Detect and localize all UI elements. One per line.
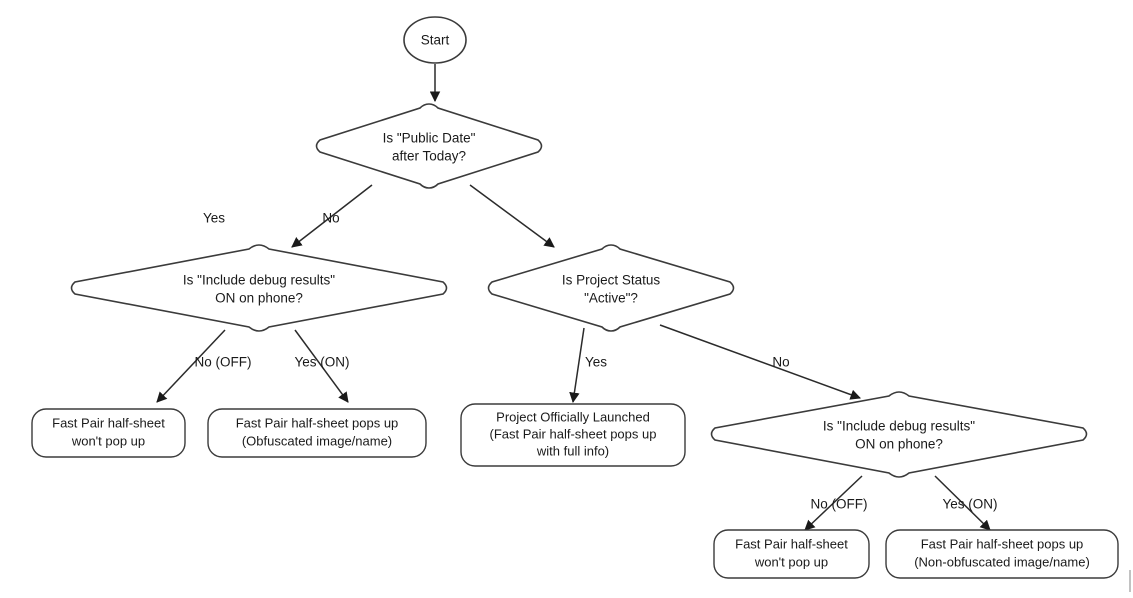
node-decision-public-date[interactable]: Is "Public Date" after Today? <box>315 103 543 189</box>
node-start[interactable]: Start <box>403 16 467 64</box>
edge-label-debug-right-on: Yes (ON) <box>942 497 997 512</box>
node-outcome-launched[interactable]: Project Officially Launched (Fast Pair h… <box>460 403 686 467</box>
decision-debug-right-line2: ON on phone? <box>855 437 943 452</box>
edge-debug-right-on <box>934 475 991 531</box>
decision-debug-left-line2: ON on phone? <box>215 291 303 306</box>
edge-project-status-yes <box>569 327 585 404</box>
decision-debug-left-line1: Is "Include debug results" <box>183 273 335 288</box>
edge-label-debug-left-off: No (OFF) <box>195 355 252 370</box>
outcome-launched-box <box>460 403 686 467</box>
decision-debug-right-line1: Is "Include debug results" <box>823 419 975 434</box>
outcome-launched-line1: Project Officially Launched <box>496 409 650 424</box>
outcome-non-obfuscated-line1: Fast Pair half-sheet pops up <box>921 536 1084 551</box>
node-decision-debug-left[interactable]: Is "Include debug results" ON on phone? <box>70 244 448 332</box>
outcome-obfuscated-box <box>207 408 427 458</box>
decision-public-date-diamond <box>315 103 543 189</box>
decision-debug-left-diamond <box>70 244 448 332</box>
edge-label-public-date-no: No <box>322 211 339 226</box>
start-label: Start <box>421 33 450 48</box>
edges-layer <box>156 64 991 531</box>
edge-public-date-no <box>469 184 555 248</box>
outcome-launched-line3: with full info) <box>536 443 609 458</box>
outcome-no-popup-left-box <box>31 408 186 458</box>
edge-label-debug-left-on: Yes (ON) <box>294 355 349 370</box>
edge-debug-left-off <box>156 329 226 403</box>
start-ellipse <box>403 16 467 64</box>
edge-public-date-yes <box>291 184 373 248</box>
outcome-non-obfuscated-box <box>885 529 1119 579</box>
outcome-obfuscated-line2: (Obfuscated image/name) <box>242 433 392 448</box>
outcome-launched-line2: (Fast Pair half-sheet pops up <box>490 426 657 441</box>
decision-project-status-line2: "Active"? <box>584 291 638 306</box>
edge-label-project-status-yes: Yes <box>585 355 607 370</box>
outcome-no-popup-left-line2: won't pop up <box>71 433 145 448</box>
edge-debug-right-off <box>804 475 863 531</box>
outcome-non-obfuscated-line2: (Non-obfuscated image/name) <box>914 554 1090 569</box>
node-outcome-non-obfuscated[interactable]: Fast Pair half-sheet pops up (Non-obfusc… <box>885 529 1119 579</box>
edge-debug-left-on <box>294 329 349 403</box>
decision-project-status-diamond <box>487 244 735 332</box>
decision-public-date-line2: after Today? <box>392 149 466 164</box>
node-outcome-no-popup-right[interactable]: Fast Pair half-sheet won't pop up <box>713 529 870 579</box>
edge-labels-layer: Yes No No (OFF) Yes (ON) Yes No No (OFF)… <box>195 211 998 512</box>
edge-project-status-no <box>659 324 861 400</box>
edge-label-public-date-yes: Yes <box>203 211 225 226</box>
decision-debug-right-diamond <box>710 391 1088 478</box>
decision-project-status-line1: Is Project Status <box>562 273 661 288</box>
decision-public-date-line1: Is "Public Date" <box>383 131 476 146</box>
node-decision-project-status[interactable]: Is Project Status "Active"? <box>487 244 735 332</box>
edge-label-project-status-no: No <box>772 355 789 370</box>
outcome-no-popup-right-line1: Fast Pair half-sheet <box>735 536 848 551</box>
node-outcome-no-popup-left[interactable]: Fast Pair half-sheet won't pop up <box>31 408 186 458</box>
edge-label-debug-right-off: No (OFF) <box>811 497 868 512</box>
outcome-obfuscated-line1: Fast Pair half-sheet pops up <box>236 415 399 430</box>
outcome-no-popup-right-box <box>713 529 870 579</box>
outcome-no-popup-left-line1: Fast Pair half-sheet <box>52 415 165 430</box>
node-outcome-obfuscated[interactable]: Fast Pair half-sheet pops up (Obfuscated… <box>207 408 427 458</box>
outcome-no-popup-right-line2: won't pop up <box>754 554 828 569</box>
node-decision-debug-right[interactable]: Is "Include debug results" ON on phone? <box>710 391 1088 478</box>
